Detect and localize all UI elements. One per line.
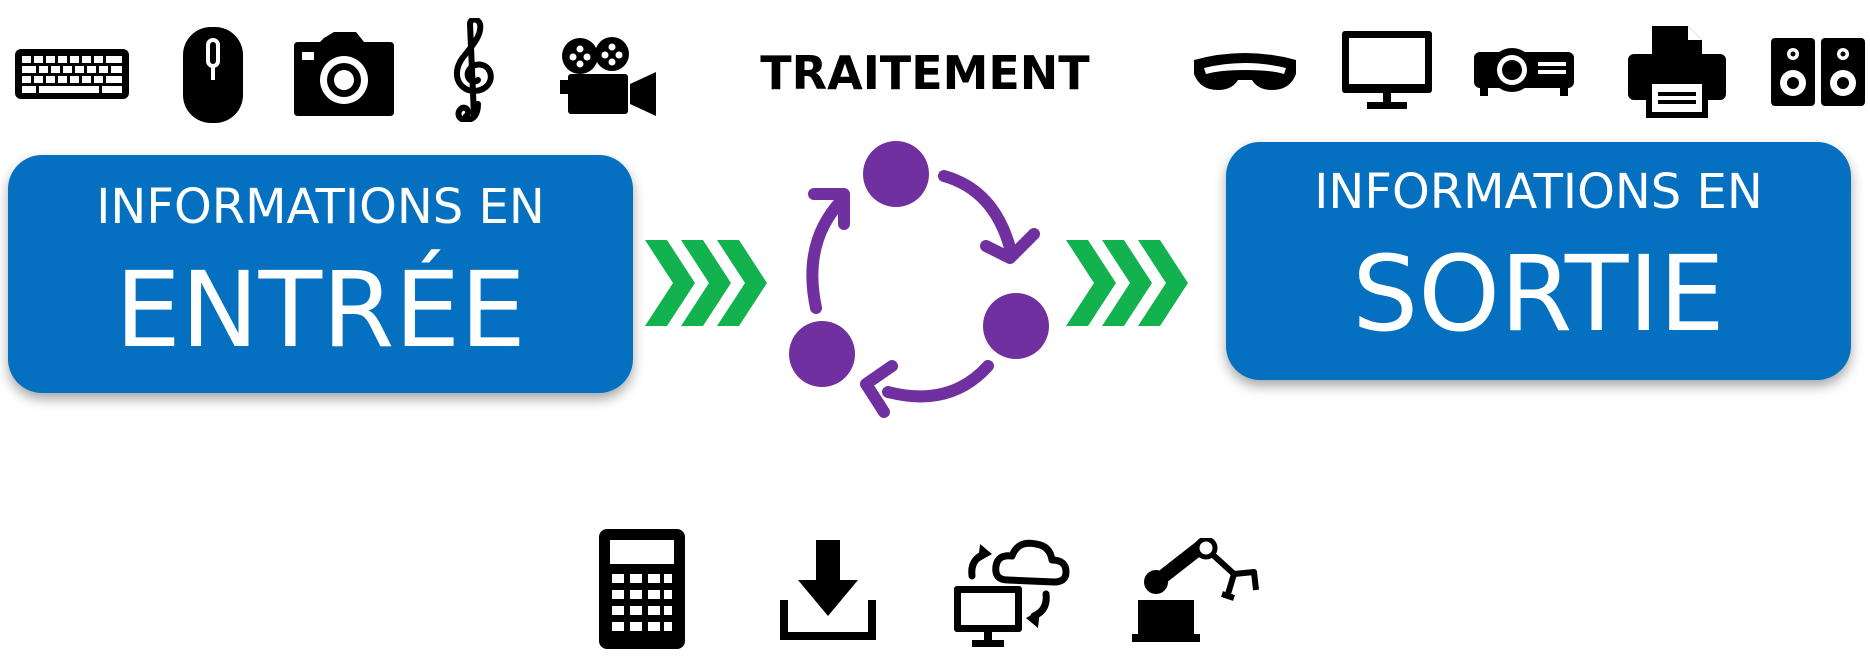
processing-title: TRAITEMENT [760,46,1090,100]
processing-cycle-icon [780,130,1060,440]
speakers-icon [1771,38,1865,106]
cloud-sync-icon [950,524,1080,654]
calculator-icon [598,528,686,650]
input-box-line2: ENTRÉE [115,249,526,371]
input-box-line1: INFORMATIONS EN [96,179,545,235]
projector-icon [1472,42,1576,98]
output-box-line1: INFORMATIONS EN [1314,164,1763,220]
robot-arm-icon [1130,538,1270,644]
printer-icon [1626,24,1728,118]
keyboard-icon [14,48,130,100]
output-box-line2: SORTIE [1352,233,1725,355]
vr-headset-icon [1190,50,1300,96]
download-icon [780,540,876,640]
monitor-icon [1341,30,1433,110]
output-information-box: INFORMATIONS EN SORTIE [1226,142,1851,380]
video-camera-icon [556,36,658,116]
chevron-arrows-right-icon [1066,240,1192,326]
camera-icon [294,32,394,116]
mouse-icon [182,26,244,124]
chevron-arrows-left-icon [645,240,771,326]
input-information-box: INFORMATIONS EN ENTRÉE [8,155,633,393]
treble-clef-icon [452,18,498,122]
